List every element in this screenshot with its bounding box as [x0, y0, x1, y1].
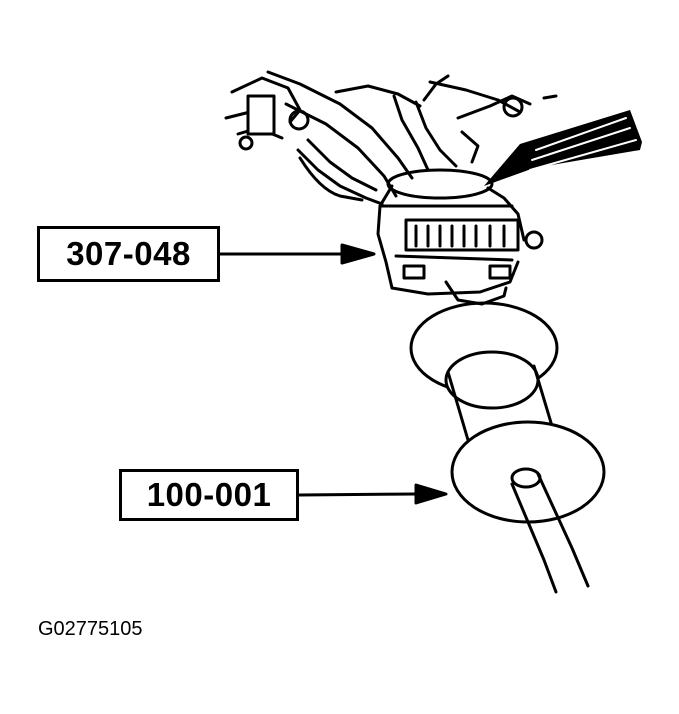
- bearing-housing: [376, 168, 544, 296]
- leader-line-307-048: [218, 243, 376, 265]
- tool-callout-307-048: 307-048: [37, 226, 220, 282]
- tool-callout-100-001: 100-001: [119, 469, 299, 521]
- direction-arrow: [484, 110, 642, 186]
- figure-id: G02775105: [38, 618, 143, 640]
- tool-label: 307-048: [66, 235, 191, 272]
- tool-label: 100-001: [146, 476, 272, 513]
- leader-line-100-001: [297, 483, 448, 505]
- steering-column-assembly: [224, 70, 558, 206]
- slide-hammer: [409, 280, 606, 594]
